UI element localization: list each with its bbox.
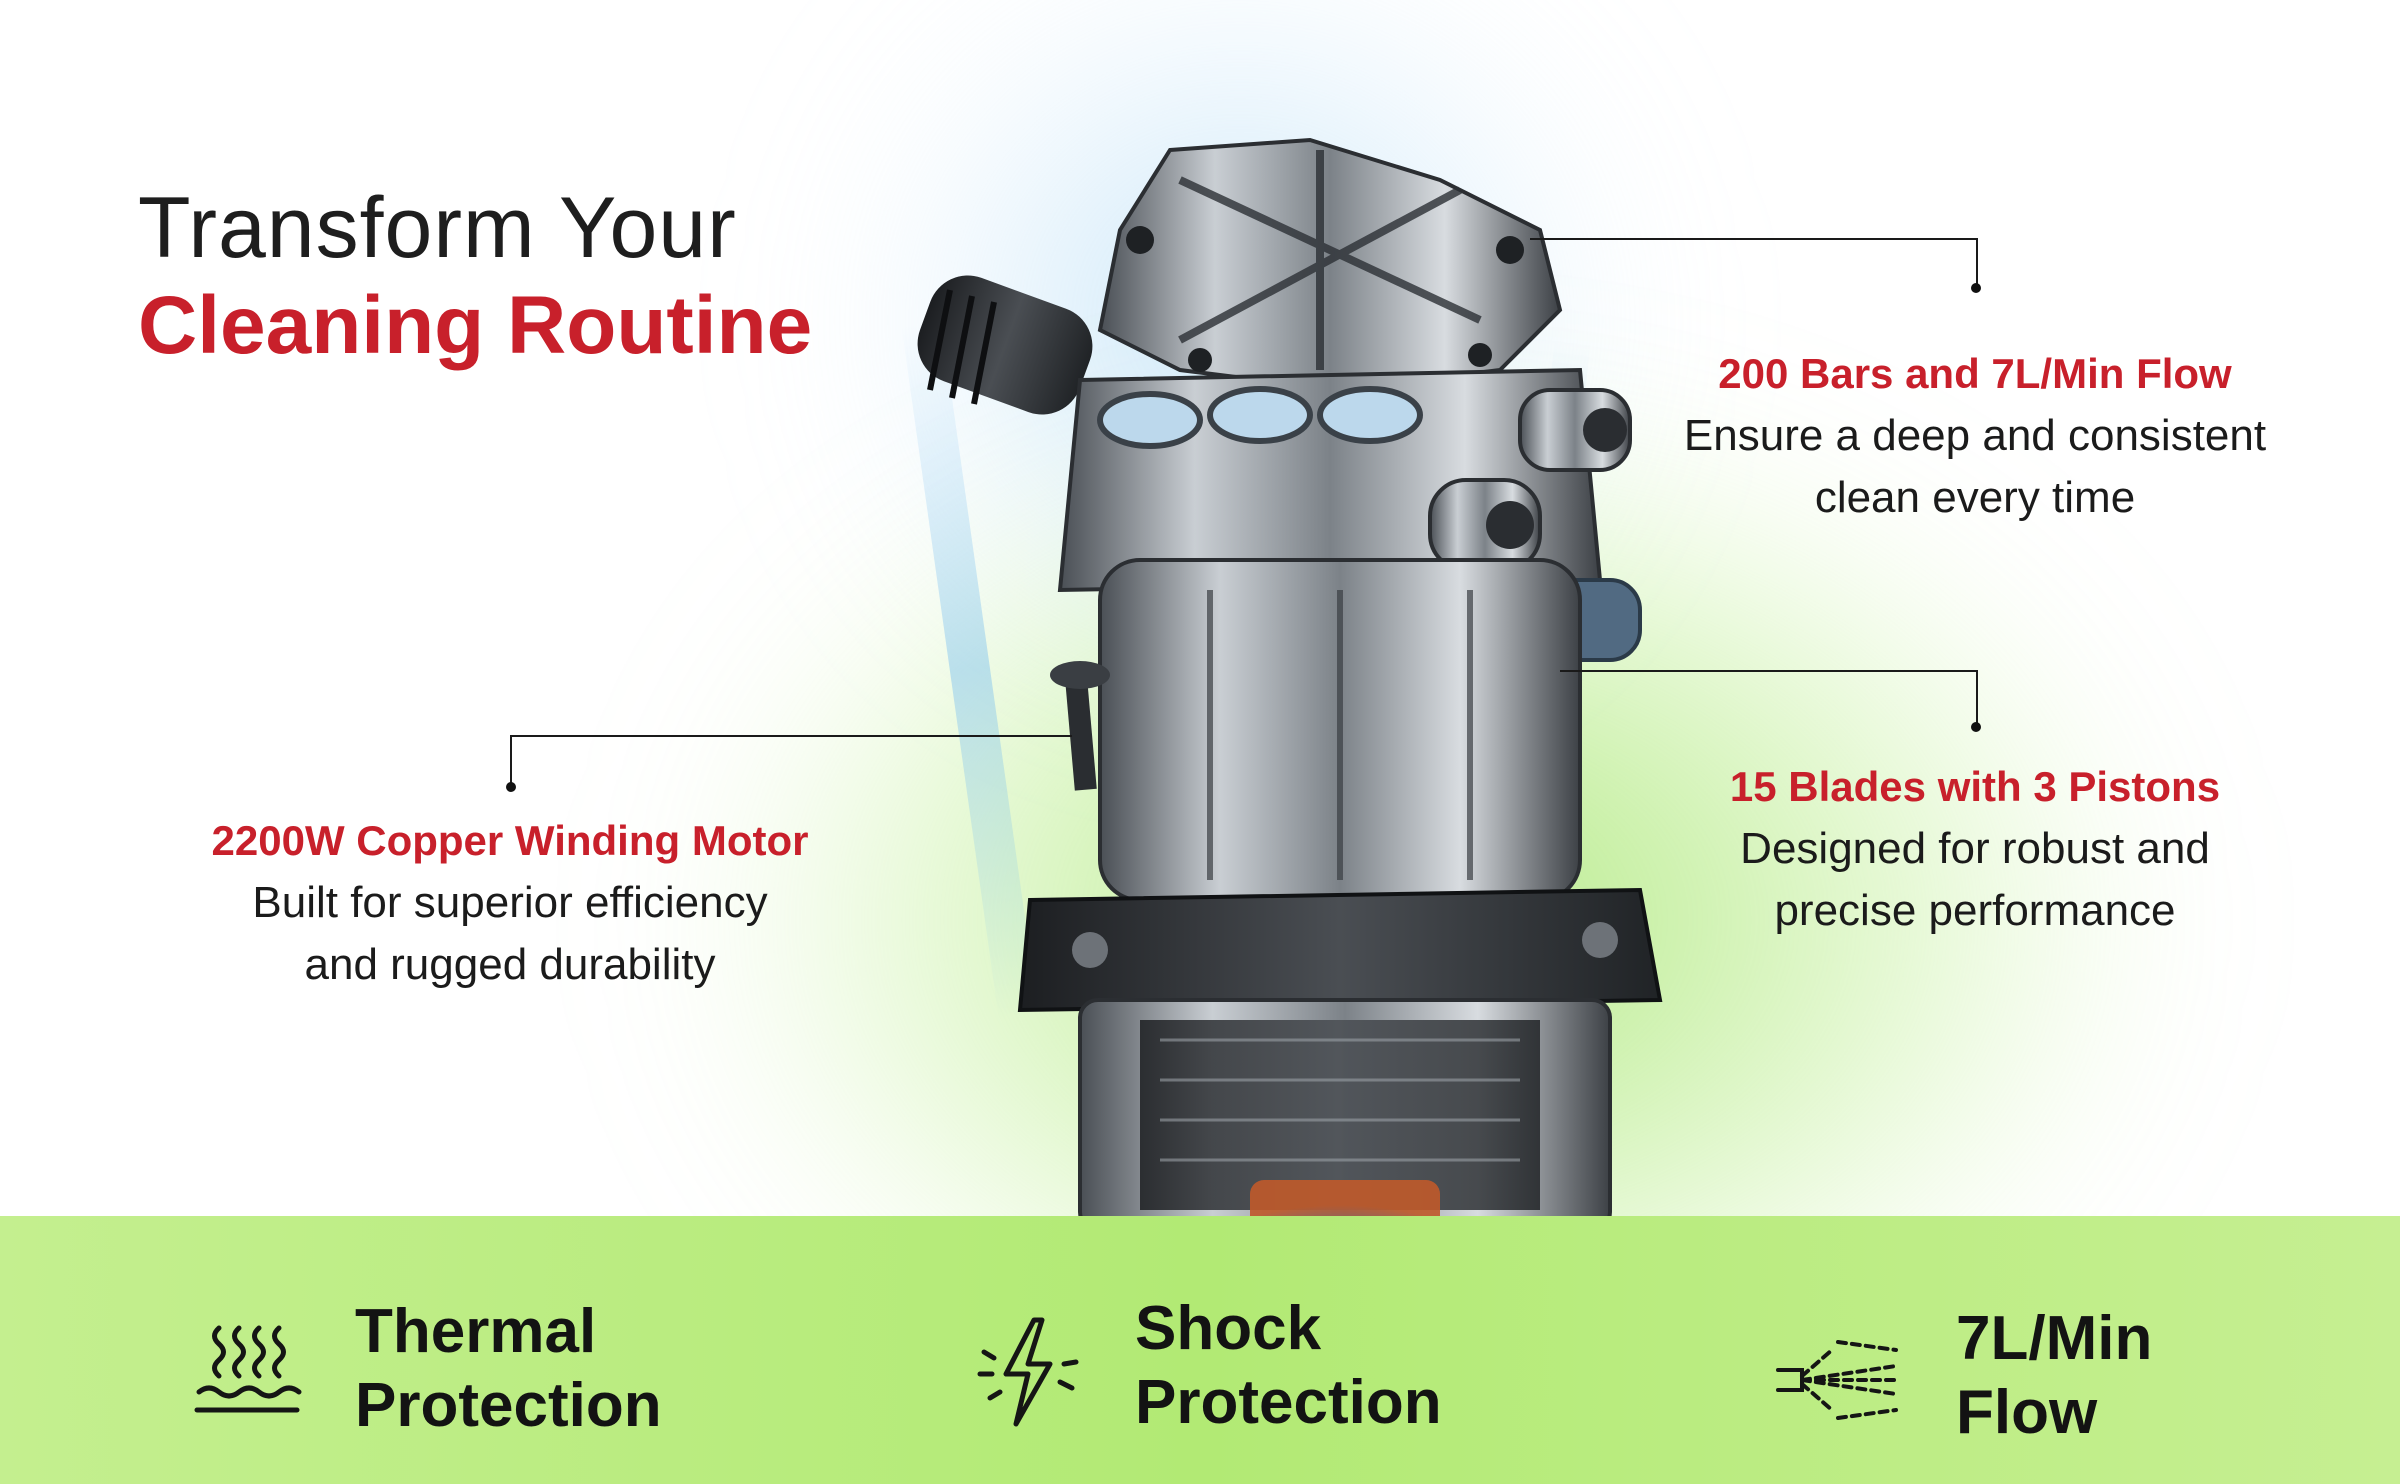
callout-pressure-line-2: clean every time	[1814, 473, 2136, 522]
headline-line-2: Cleaning Routine	[138, 280, 813, 371]
callout-pressure: 200 Bars and 7L/Min Flow Ensure a deep a…	[1640, 343, 2310, 529]
callout-pressure-line-1: Ensure a deep and consistent	[1683, 411, 2267, 460]
headline-line-1: Transform Your	[138, 180, 737, 276]
feature-thermal-line-1: Thermal	[355, 1297, 597, 1366]
callout-blades: 15 Blades with 3 Pistons Designed for ro…	[1640, 756, 2310, 942]
callout-blades-title: 15 Blades with 3 Pistons	[1729, 763, 2221, 810]
leader-line-blades	[1560, 670, 1978, 728]
feature-band	[0, 1216, 2400, 1484]
callout-motor: 2200W Copper Winding Motor Built for sup…	[160, 810, 860, 996]
feature-flow-line-2: Flow	[1956, 1378, 2098, 1447]
lightning-bolt-icon	[977, 1317, 1079, 1427]
leader-dot-blades	[1971, 722, 1981, 732]
feature-shock-line-2: Protection	[1135, 1368, 1442, 1437]
callout-motor-line-2: and rugged durability	[304, 940, 716, 989]
heat-waves-icon	[194, 1325, 302, 1413]
leader-dot-motor	[506, 782, 516, 792]
headline: Transform Your Cleaning Routine	[138, 178, 812, 376]
feature-thermal-line-2: Protection	[355, 1371, 662, 1440]
leader-dot-pressure	[1971, 283, 1981, 293]
callout-pressure-title: 200 Bars and 7L/Min Flow	[1718, 350, 2232, 397]
feature-thermal: Thermal Protection	[355, 1295, 662, 1443]
callout-blades-line-1: Designed for robust and	[1740, 824, 2210, 873]
feature-shock-line-1: Shock	[1135, 1294, 1322, 1363]
callout-motor-line-1: Built for superior efficiency	[252, 878, 768, 927]
feature-shock: Shock Protection	[1135, 1292, 1442, 1440]
leader-line-pressure	[1530, 238, 1978, 288]
feature-flow-line-1: 7L/Min	[1956, 1304, 2153, 1373]
water-spray-icon	[1776, 1340, 1898, 1420]
feature-flow: 7L/Min Flow	[1956, 1302, 2152, 1450]
leader-line-motor	[510, 735, 1072, 789]
callout-motor-title: 2200W Copper Winding Motor	[211, 817, 809, 864]
callout-blades-line-2: precise performance	[1774, 886, 2176, 935]
